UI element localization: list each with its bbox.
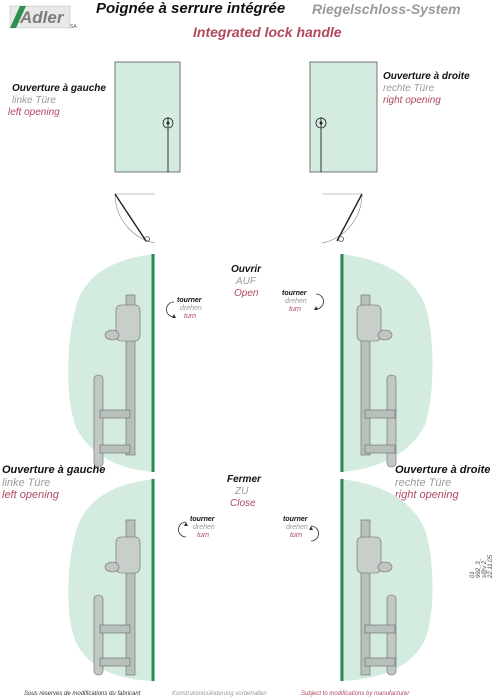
rotate-arrow-icon: [166, 301, 176, 318]
footer-fr: Sous réserves de modifications du fabric…: [24, 691, 141, 697]
rotate-arrow-icon: [309, 525, 319, 542]
turn-en: turn: [184, 313, 197, 320]
turn-fr: tourner: [282, 290, 307, 297]
turn-fr: tourner: [177, 297, 202, 304]
bottom-left-en: left opening: [2, 489, 59, 501]
bottom-left-fr: Ouverture à gauche: [2, 464, 106, 476]
top-left-en: left opening: [8, 107, 60, 118]
turn-de: drehen: [286, 524, 308, 531]
door-front-right: [309, 61, 378, 173]
turn-label-close-right: tourner drehen turn: [283, 516, 308, 540]
door-front-left: [114, 61, 181, 173]
turn-label-open-left: tourner drehen turn: [177, 297, 202, 321]
footer-de: Konstruktionsänderung vorbehalten: [172, 691, 267, 697]
bottom-left-de: linke Türe: [2, 476, 51, 489]
turn-label-close-left: tourner drehen turn: [190, 516, 215, 540]
close-de: ZU: [235, 486, 249, 497]
open-de: AUF: [236, 276, 256, 287]
turn-label-open-right: tourner drehen turn: [282, 290, 307, 314]
swing-diagram-right: [321, 193, 363, 244]
top-left-fr: Ouverture à gauche: [12, 83, 106, 94]
title-fr: Poignée à serrure intégrée: [96, 0, 286, 17]
turn-fr: tourner: [190, 516, 215, 523]
open-en: Open: [234, 288, 259, 299]
close-en: Close: [230, 498, 256, 509]
turn-en: turn: [197, 532, 210, 539]
bottom-right-de: rechte Türe: [395, 476, 452, 489]
svg-text:Adler: Adler: [19, 8, 65, 27]
title-de: Riegelschloss-System: [312, 1, 461, 17]
document-reference: 01 992_3_ s@v 2 22.11.05: [470, 555, 494, 578]
turn-de: drehen: [285, 298, 307, 305]
handle-close-left: [68, 479, 155, 681]
title-en: Integrated lock handle: [193, 24, 342, 40]
svg-text:SA: SA: [70, 24, 77, 30]
top-right-en: right opening: [383, 95, 441, 106]
top-right-labels: Ouverture à droite rechte Türe right ope…: [383, 71, 470, 107]
turn-de: drehen: [193, 524, 215, 531]
handle-close-right: [340, 479, 433, 681]
handle-open-right: [340, 254, 433, 472]
bottom-right-labels: Ouverture à droite rechte Türe right ope…: [395, 464, 490, 502]
rotate-arrow-icon: [314, 293, 324, 310]
turn-fr: tourner: [283, 516, 308, 523]
turn-en: turn: [290, 532, 303, 539]
top-left-labels: Ouverture à gauche linke Türe left openi…: [8, 83, 106, 119]
turn-de: drehen: [180, 305, 202, 312]
footer-en: Subject to modifications by manufacturer: [301, 691, 410, 697]
top-left-de: linke Türe: [12, 95, 56, 106]
open-labels: Ouvrir AUF Open: [231, 264, 271, 300]
bottom-right-en: right opening: [395, 489, 459, 501]
bottom-left-labels: Ouverture à gauche linke Türe left openi…: [2, 464, 105, 502]
adler-logo: Adler SA: [9, 5, 77, 30]
close-labels: Fermer ZU Close: [227, 474, 267, 510]
handle-open-left: [68, 254, 155, 472]
close-fr: Fermer: [227, 474, 261, 485]
open-fr: Ouvrir: [231, 264, 262, 275]
bottom-right-fr: Ouverture à droite: [395, 464, 491, 476]
rotate-arrow-icon: [178, 521, 188, 538]
top-right-fr: Ouverture à droite: [383, 71, 470, 82]
turn-en: turn: [289, 306, 302, 313]
top-right-de: rechte Türe: [383, 83, 435, 94]
swing-diagram-left: [114, 193, 156, 244]
